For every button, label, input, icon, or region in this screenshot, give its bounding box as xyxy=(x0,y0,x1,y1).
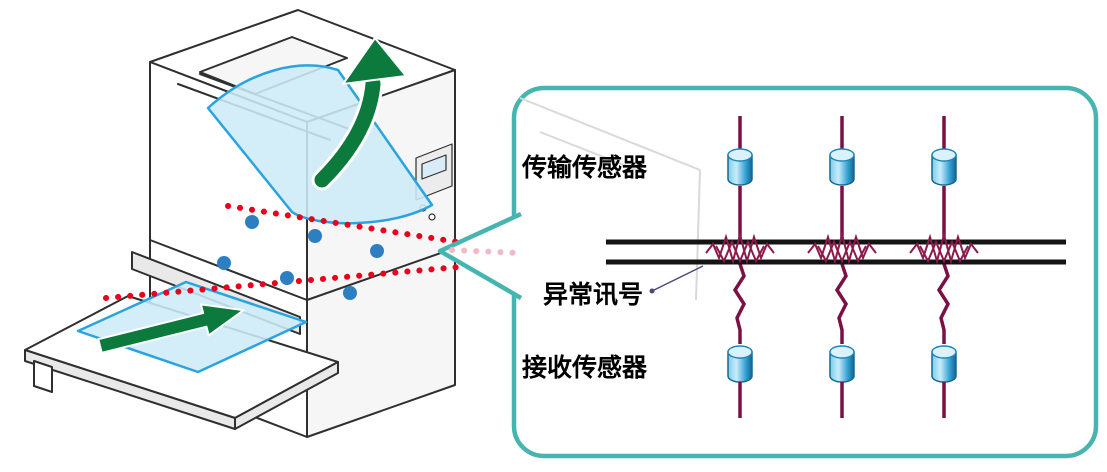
ghost-line xyxy=(539,131,643,173)
abnormal-signal-pointer-line xyxy=(651,265,704,292)
control-panel-screen xyxy=(421,154,447,180)
label-receive-sensor: 接收传感器 xyxy=(522,353,648,382)
control-button xyxy=(428,213,436,221)
paper-sheet-output xyxy=(206,64,434,225)
feed-tray-foot xyxy=(33,360,53,393)
paper-path-lines xyxy=(606,239,1066,265)
callout-pointer-wedge xyxy=(437,211,523,300)
deck-sensor-dot xyxy=(343,286,357,300)
deck-sensor-dot xyxy=(245,215,259,229)
abnormal-signal-pointer-dot xyxy=(649,288,655,294)
sensor-beam-line-upper xyxy=(225,203,473,247)
callout-panel: 传输传感器 异常讯号 接收传感器 xyxy=(437,85,1099,459)
feed-tray-edge xyxy=(234,361,339,430)
label-transmit-sensor: 传输传感器 xyxy=(521,153,648,182)
sensor-beam-line-faded xyxy=(449,247,523,256)
deck-sensor-dot xyxy=(217,256,231,270)
ghost-line xyxy=(695,169,701,301)
deck-sensor-dot xyxy=(280,271,294,285)
paper-output-arrow-shaft xyxy=(314,76,381,188)
callout-panel-box xyxy=(511,85,1099,459)
paper-feed-arrow-icon xyxy=(97,303,245,354)
ghost-line xyxy=(519,97,701,171)
lid-seam-front xyxy=(149,239,308,301)
scanner-ghost-lines xyxy=(519,97,701,301)
label-abnormal-signal: 异常讯号 xyxy=(543,280,643,309)
scanner-illustration xyxy=(24,9,456,438)
paper-output-arrow-head-icon xyxy=(342,37,407,85)
deck-sensor-dot xyxy=(370,244,384,258)
deck-sensor-dot xyxy=(308,229,322,243)
ultrasonic-detection-lines xyxy=(103,203,473,301)
